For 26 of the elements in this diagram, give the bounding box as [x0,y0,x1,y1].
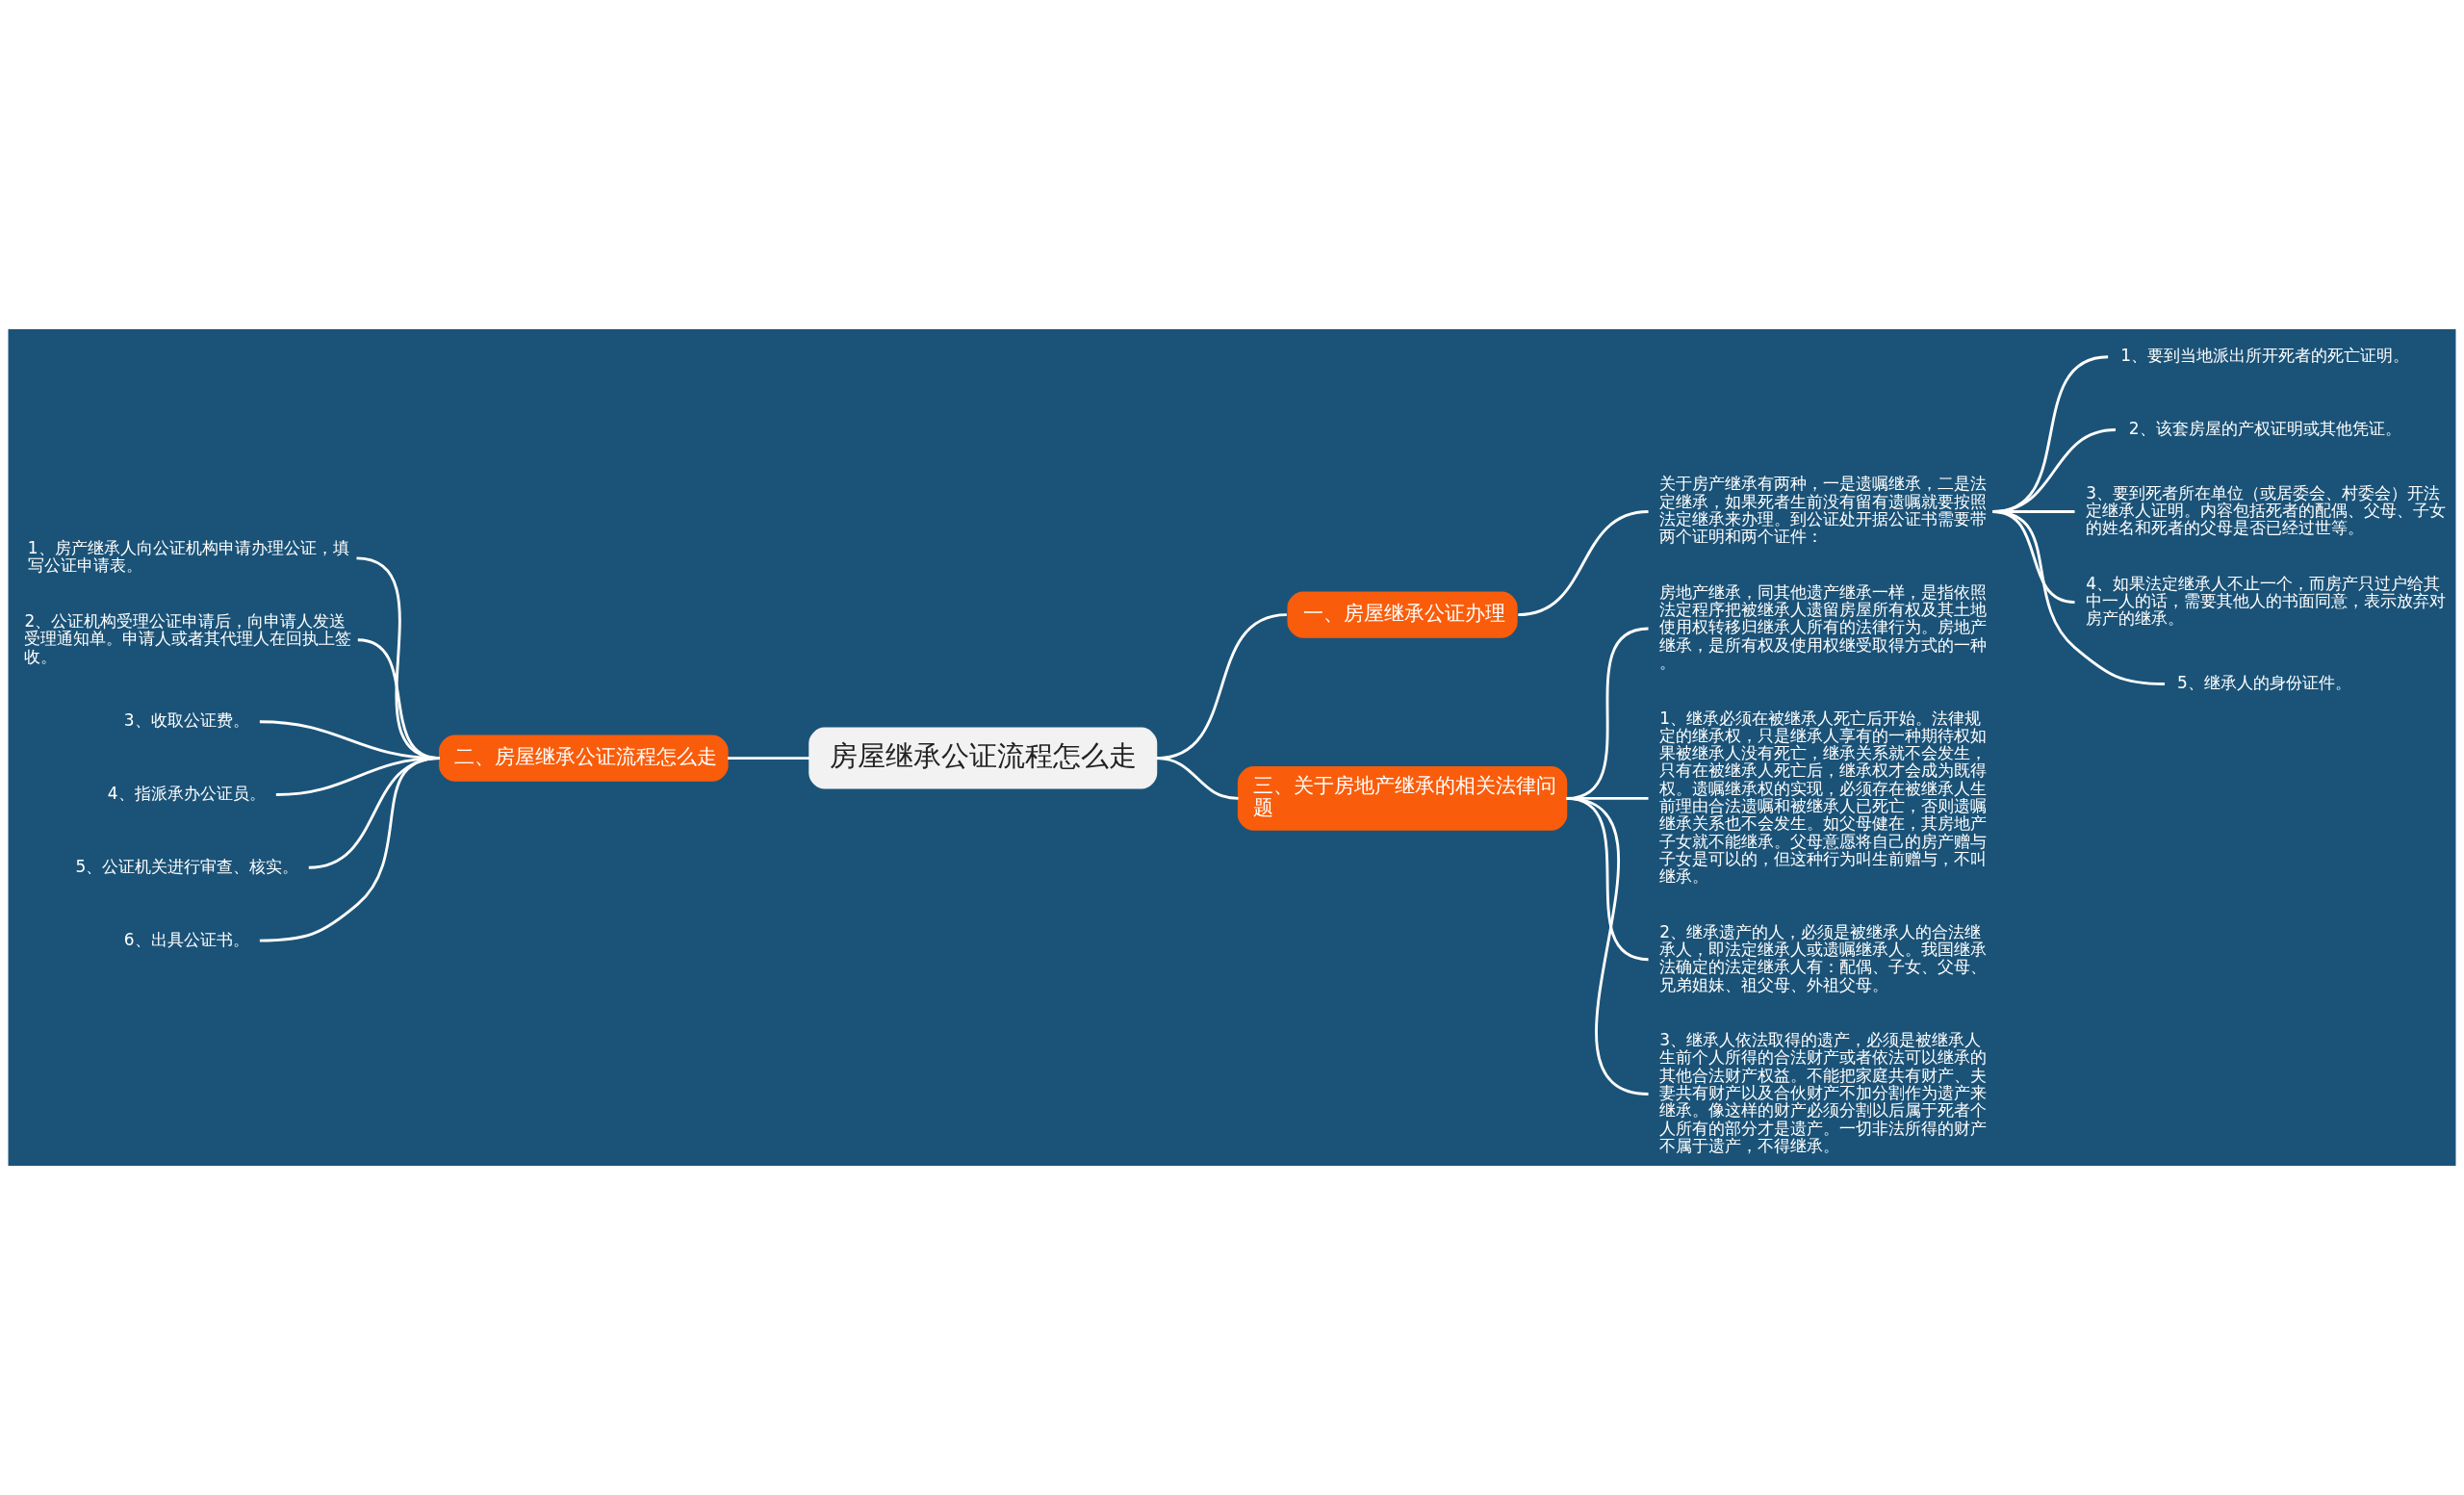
connector [728,757,809,760]
node-box: 房屋继承公证流程怎么走 [808,727,1158,789]
node-box: 二、房屋继承公证流程怎么走 [439,735,729,782]
node-text: 2、继承遗产的人，必须是被继承人的合法继承人，即法定继承人或遗嘱继承人。我国继承法确定的法定继承人有：配偶、子女、父母、兄弟姐妹、祖父母、外祖父母。 [1659,921,1988,994]
node-text: 4、如果法定继承人不止一个，而房产只过户给其中一人的话，需要其他人的书面同意，表示放弃对房产的继承。 [2086,573,2447,629]
node-text: 4、指派承办公证员。 [107,783,266,803]
connector [259,757,440,942]
node-text: 5、公证机关进行审查、核实。 [75,856,299,876]
node-text: 关于房产继承有两种，一是遗嘱继承，二是法定继承，如果死者生前没有留有遗嘱就要按照法定继承来办理。到公证处开据公证书需要带两个证明和两个证件： [1659,474,1988,547]
connector [1566,797,1649,1095]
node-text: 1、要到当地派出所开死者的死亡证明。 [2120,346,2410,366]
connector [1518,510,1649,617]
node-text: 3、继承人依法取得的遗产，必须是被继承人生前个人所得的合法财产或者依法可以继承的其他合法财产权益。不能把家庭共有财产、夫妻共有财产以及合伙财产不加分割作为遗产来继承。像这样的财产必须分割以后属于死者个人所有的部分才是遗产。一切非法所得的财产不属于遗产，不得继承。 [1659,1030,1988,1155]
node-text: 6、出具公证书。 [123,929,249,949]
node-text: 3、要到死者所在单位（或居委会、村委会）开法定继承人证明。内容包括死者的配偶、父母、子女的姓名和死者的父母是否已经过世等。 [2086,482,2447,538]
node-box: 一、房屋继承公证办理 [1287,591,1518,638]
connector [1156,757,1239,800]
connector [1992,510,2165,685]
node-text: 2、公证机构受理公证申请后，向申请人发送受理通知单。申请人或者其代理人在回执上签收。 [24,610,352,666]
node-text: 2、该套房屋的产权证明或其他凭证。 [2128,418,2401,438]
node-box: 三、关于房地产继承的相关法律问题 [1237,766,1568,831]
node-text: 1、房产继承人向公证机构申请办理公证，填写公证申请表。 [27,538,349,576]
node-text: 1、继承必须在被继承人死亡后开始。法律规定的继承权，只是继承人享有的一种期待权如果被继承人没有死亡，继承关系就不会发生，只有在被继承人死亡后，继承权才会成为既得权。遗嘱继承权的实现，必须存在被继承人生前理由合法遗嘱和被继承人已死亡，否则遗嘱继承关系也不会发生。如父母健在，其房地产子女就不能继承。父母意愿将自己的房产赠与子女是可以的，但这种行为叫生前赠与，不叫继承。 [1659,708,1988,887]
node-text: 5、继承人的身份证件。 [2177,672,2351,692]
node-text: 房地产继承，同其他遗产继承一样，是指依照法定程序把被继承人遗留房屋所有权及其土地使用权转移归继承人所有的法律行为。房地产继承，是所有权及使用权继受取得方式的一种。 [1659,581,1988,673]
node-text: 3、收取公证费。 [123,710,249,731]
